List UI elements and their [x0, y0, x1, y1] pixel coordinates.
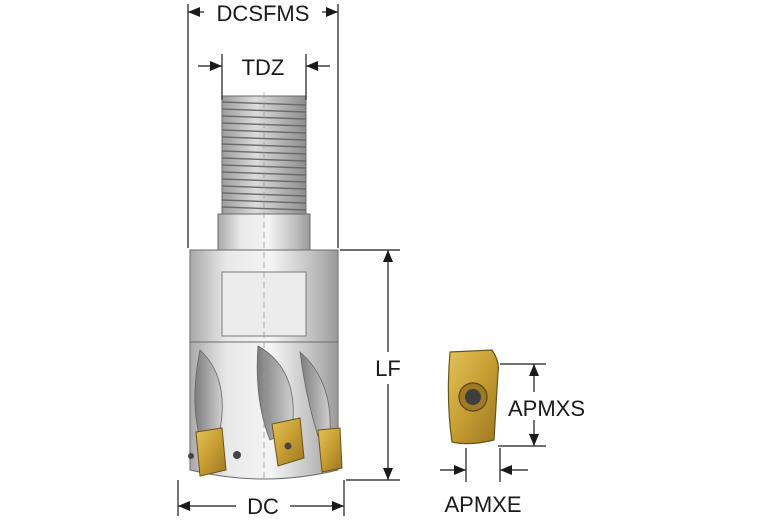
label-dcsfms: DCSFMS — [217, 1, 310, 26]
label-lf: LF — [375, 356, 401, 381]
dim-dc: DC — [177, 480, 345, 519]
thread-ridge — [221, 206, 307, 211]
dim-apmxs: APMXS — [498, 363, 585, 447]
label-apmxs: APMXS — [508, 396, 585, 421]
label-dc: DC — [247, 494, 279, 519]
dim-dcsfms: DCSFMS — [187, 1, 339, 248]
thread-ridge — [221, 157, 307, 162]
thread-ridge — [221, 129, 307, 134]
thread-ridge — [221, 136, 307, 141]
dim-tdz: TDZ — [198, 54, 330, 100]
thread-ridge — [221, 199, 307, 204]
thread-ridge — [221, 178, 307, 183]
dim-apmxe: APMXE — [440, 448, 528, 517]
thread-ridge — [221, 108, 307, 113]
insert — [447, 349, 499, 445]
label-apmxe: APMXE — [444, 492, 521, 517]
cutter-body — [188, 249, 343, 480]
dim-lf: LF — [340, 249, 401, 481]
label-tdz: TDZ — [242, 55, 285, 80]
